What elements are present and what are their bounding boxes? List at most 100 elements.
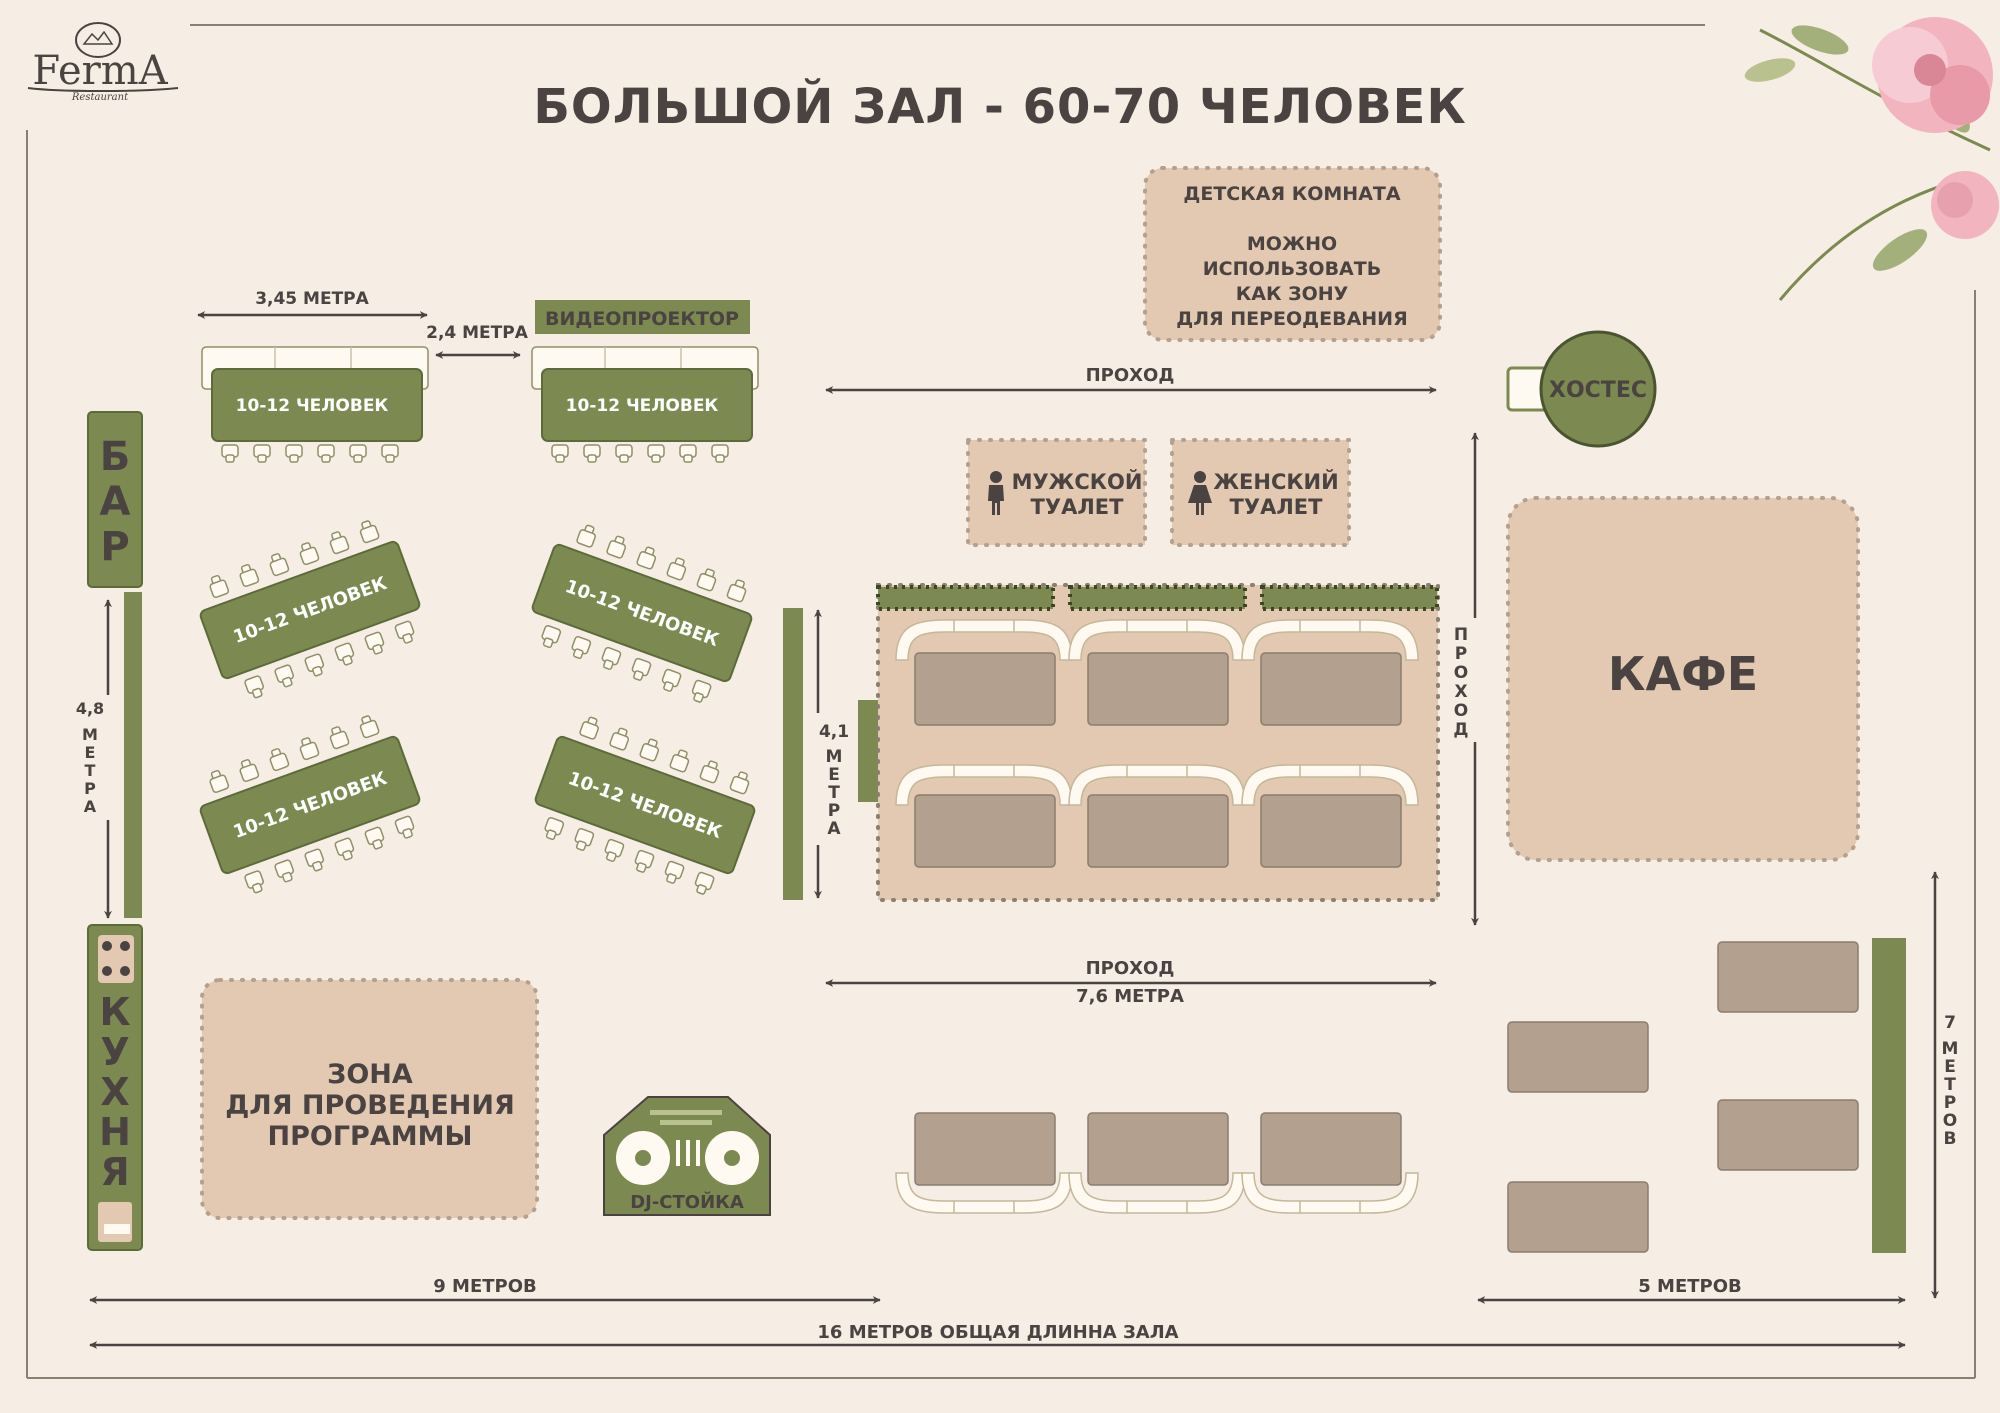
- projection-screen: [783, 608, 878, 900]
- svg-text:Е: Е: [85, 743, 96, 762]
- planter-row: [876, 585, 1439, 611]
- svg-text:О: О: [1943, 1111, 1957, 1131]
- table-angled-3[interactable]: 10-12 ЧЕЛОВЕК: [188, 707, 432, 903]
- svg-text:Н: Н: [99, 1110, 131, 1154]
- ferma-logo: FermA Restaurant: [27, 22, 179, 103]
- svg-text:О: О: [1454, 663, 1468, 683]
- svg-text:ЗОНА: ЗОНА: [327, 1059, 413, 1090]
- dim-right-length: 5 МЕТРОВ: [1477, 1276, 1906, 1304]
- svg-text:КАК ЗОНУ: КАК ЗОНУ: [1236, 283, 1349, 305]
- page-title: БОЛЬШОЙ ЗАЛ - 60-70 ЧЕЛОВЕК: [533, 78, 1466, 135]
- svg-text:ХОСТЕС: ХОСТЕС: [1549, 378, 1647, 403]
- svg-text:О: О: [1454, 701, 1468, 721]
- svg-text:Т: Т: [1944, 1075, 1956, 1095]
- svg-text:Е: Е: [1944, 1057, 1956, 1077]
- side-table: [1507, 1181, 1649, 1253]
- dim-left-length: 9 МЕТРОВ: [89, 1276, 881, 1304]
- green-wall: [1872, 938, 1906, 1253]
- svg-text:10-12 ЧЕЛОВЕК: 10-12 ЧЕЛОВЕК: [236, 396, 389, 416]
- kitchen: К У Х Н Я: [87, 924, 143, 1251]
- svg-text:ИСПОЛЬЗОВАТЬ: ИСПОЛЬЗОВАТЬ: [1203, 258, 1381, 280]
- dim-aisle-middle: ПРОХОД 7,6 МЕТРА: [825, 958, 1437, 1007]
- lounge-table: [1087, 652, 1229, 726]
- svg-text:ПРОГРАММЫ: ПРОГРАММЫ: [268, 1121, 473, 1152]
- table-angled-2[interactable]: 10-12 ЧЕЛОВЕК: [520, 515, 764, 711]
- lounge-table: [1260, 794, 1402, 868]
- svg-text:Р: Р: [1944, 1093, 1956, 1113]
- svg-text:М: М: [82, 725, 98, 744]
- svg-text:10-12 ЧЕЛОВЕК: 10-12 ЧЕЛОВЕК: [566, 396, 719, 416]
- svg-text:ВИДЕОПРОЕКТОР: ВИДЕОПРОЕКТОР: [545, 308, 739, 330]
- svg-text:Р: Р: [1455, 644, 1467, 664]
- table-top-2[interactable]: 10-12 ЧЕЛОВЕК: [531, 346, 759, 463]
- side-table: [1717, 941, 1859, 1013]
- svg-text:3,45 МЕТРА: 3,45 МЕТРА: [255, 289, 369, 309]
- svg-text:7,6 МЕТРА: 7,6 МЕТРА: [1076, 986, 1184, 1007]
- svg-text:16 МЕТРОВ ОБЩАЯ ДЛИННА ЗАЛА: 16 МЕТРОВ ОБЩАЯ ДЛИННА ЗАЛА: [817, 1322, 1178, 1343]
- svg-text:2,4 МЕТРА: 2,4 МЕТРА: [426, 323, 529, 343]
- svg-text:ЖЕНСКИЙ: ЖЕНСКИЙ: [1213, 469, 1338, 494]
- svg-text:ТУАЛЕТ: ТУАЛЕТ: [1031, 495, 1125, 519]
- svg-text:5 МЕТРОВ: 5 МЕТРОВ: [1638, 1276, 1742, 1297]
- lounge-table: [914, 652, 1056, 726]
- svg-text:МУЖСКОЙ: МУЖСКОЙ: [1012, 469, 1143, 494]
- svg-text:М: М: [826, 747, 843, 767]
- lounge-table: [1260, 652, 1402, 726]
- flower-decoration: [1744, 17, 1999, 301]
- svg-text:Я: Я: [100, 1150, 129, 1194]
- svg-text:А: А: [84, 797, 97, 816]
- table-angled-1[interactable]: 10-12 ЧЕЛОВЕК: [188, 512, 432, 708]
- svg-text:Е: Е: [828, 765, 840, 785]
- hostess-stand[interactable]: ХОСТЕС: [1506, 330, 1657, 448]
- logo-swash: [27, 87, 179, 92]
- lounge-table: [914, 1112, 1056, 1186]
- lounge-table: [1087, 1112, 1229, 1186]
- logo-subtitle: Restaurant: [71, 92, 129, 103]
- dim-table-gap: 2,4 МЕТРА: [426, 323, 529, 359]
- svg-text:КАФЕ: КАФЕ: [1608, 647, 1758, 701]
- dim-table-width: 3,45 МЕТРА: [197, 289, 428, 319]
- dim-screen-span: 4,1 М Е Т Р А: [808, 609, 849, 899]
- svg-text:ТУАЛЕТ: ТУАЛЕТ: [1230, 495, 1324, 519]
- svg-text:Р: Р: [100, 524, 129, 570]
- svg-text:DJ-СТОЙКА: DJ-СТОЙКА: [630, 1191, 744, 1213]
- svg-text:Х: Х: [1454, 682, 1467, 702]
- svg-text:У: У: [100, 1030, 129, 1074]
- svg-text:ДЕТСКАЯ КОМНАТА: ДЕТСКАЯ КОМНАТА: [1183, 183, 1400, 205]
- svg-text:Т: Т: [828, 783, 840, 803]
- svg-text:П: П: [1454, 625, 1468, 645]
- bar-counter: Б А Р: [87, 411, 143, 918]
- svg-text:М: М: [1942, 1039, 1959, 1059]
- womens-toilet: ЖЕНСКИЙ ТУАЛЕТ: [1170, 438, 1351, 547]
- lounge-table: [914, 794, 1056, 868]
- mens-toilet: МУЖСКОЙ ТУАЛЕТ: [966, 438, 1147, 547]
- svg-text:А: А: [100, 479, 131, 525]
- svg-text:Т: Т: [85, 761, 96, 780]
- right-tables: [1507, 938, 1906, 1253]
- svg-text:4,8: 4,8: [76, 699, 104, 718]
- table-angled-4[interactable]: 10-12 ЧЕЛОВЕК: [523, 707, 767, 903]
- svg-text:Р: Р: [84, 779, 96, 798]
- hall-border: [26, 24, 1976, 1379]
- svg-text:А: А: [827, 819, 841, 839]
- side-table: [1507, 1021, 1649, 1093]
- svg-text:9 МЕТРОВ: 9 МЕТРОВ: [433, 1276, 537, 1297]
- kids-room: ДЕТСКАЯ КОМНАТА МОЖНО ИСПОЛЬЗОВАТЬ КАК З…: [1143, 166, 1442, 342]
- svg-text:В: В: [1944, 1129, 1957, 1149]
- svg-text:7: 7: [1944, 1013, 1956, 1033]
- svg-text:Д: Д: [1453, 720, 1468, 740]
- program-zone: ЗОНА ДЛЯ ПРОВЕДЕНИЯ ПРОГРАММЫ: [200, 978, 539, 1220]
- lounge-table: [1260, 1112, 1402, 1186]
- dim-right-span: 7 М Е Т Р О В: [1931, 871, 1968, 1299]
- svg-text:МОЖНО: МОЖНО: [1247, 233, 1337, 255]
- dim-aisle-top: ПРОХОД: [825, 365, 1437, 394]
- dim-aisle-vertical: П Р О Х О Д: [1448, 432, 1479, 926]
- dj-stand[interactable]: DJ-СТОЙКА: [603, 1096, 771, 1216]
- logo-brand: FermA: [32, 48, 168, 94]
- side-table: [1717, 1099, 1859, 1171]
- video-projector: ВИДЕОПРОЕКТОР: [535, 300, 750, 334]
- table-top-1[interactable]: 10-12 ЧЕЛОВЕК: [201, 346, 429, 463]
- svg-text:ПРОХОД: ПРОХОД: [1086, 958, 1175, 979]
- svg-text:Х: Х: [100, 1070, 129, 1114]
